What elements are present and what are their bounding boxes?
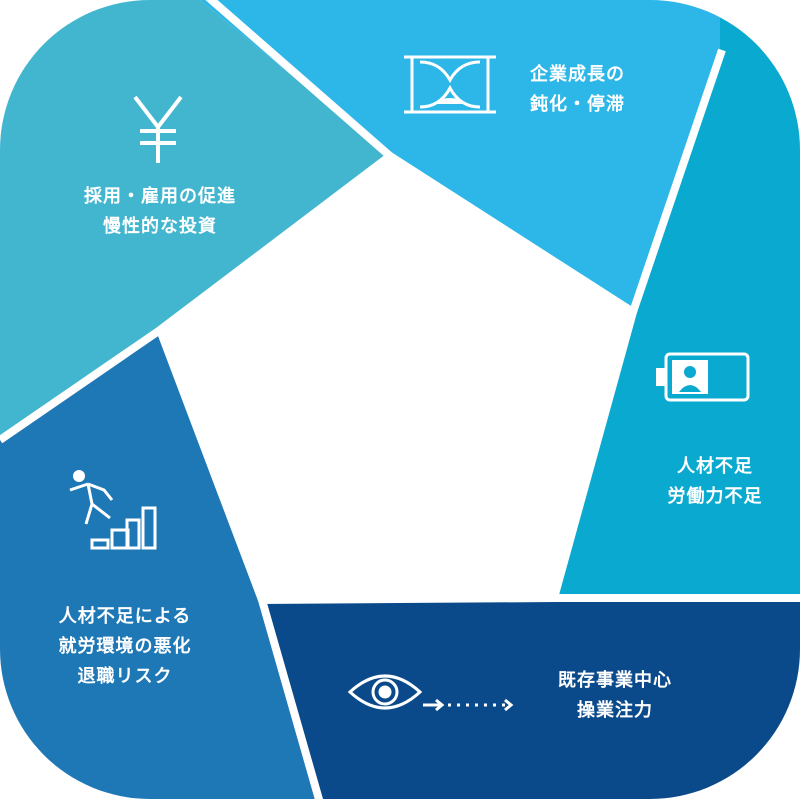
segment-top-left [0, 0, 390, 440]
segment-right-line-2: 労働力不足 [667, 486, 763, 507]
segment-top-right-line-2: 鈍化・停滞 [530, 94, 625, 115]
segment-top-left-line-1: 採用・雇用の促進 [84, 186, 236, 207]
segment-bottom-line-1: 既存事業中心 [558, 670, 672, 691]
segment-top-right-label: 企業成長の 鈍化・停滞 [530, 60, 625, 120]
segment-top-left-label: 採用・雇用の促進 慢性的な投資 [55, 182, 265, 242]
segment-top-right [200, 0, 720, 312]
center-pentagon [160, 156, 633, 600]
battery-person-icon [656, 352, 750, 402]
yen-icon [133, 95, 183, 163]
hourglass-icon [404, 55, 496, 114]
segment-right [554, 0, 800, 598]
segment-top-right-line-1: 企業成長の [530, 64, 625, 85]
segment-right-line-1: 人材不足 [677, 456, 753, 477]
segment-left-line-3: 退職リスク [77, 666, 173, 687]
segment-top-left-line-2: 慢性的な投資 [103, 216, 217, 237]
segment-left-line-1: 人材不足による [58, 606, 192, 627]
eye-arrow-icon [347, 674, 514, 712]
falling-person-stairs-icon [69, 470, 157, 550]
segment-bottom-line-2: 操業注力 [577, 700, 653, 721]
segment-left-label: 人材不足による 就労環境の悪化 退職リスク [30, 602, 220, 692]
segment-left [0, 330, 320, 799]
segment-right-label: 人材不足 労働力不足 [645, 452, 785, 512]
segment-bottom [262, 600, 800, 799]
segment-left-line-2: 就労環境の悪化 [58, 636, 192, 657]
segment-bottom-label: 既存事業中心 操業注力 [540, 666, 690, 726]
